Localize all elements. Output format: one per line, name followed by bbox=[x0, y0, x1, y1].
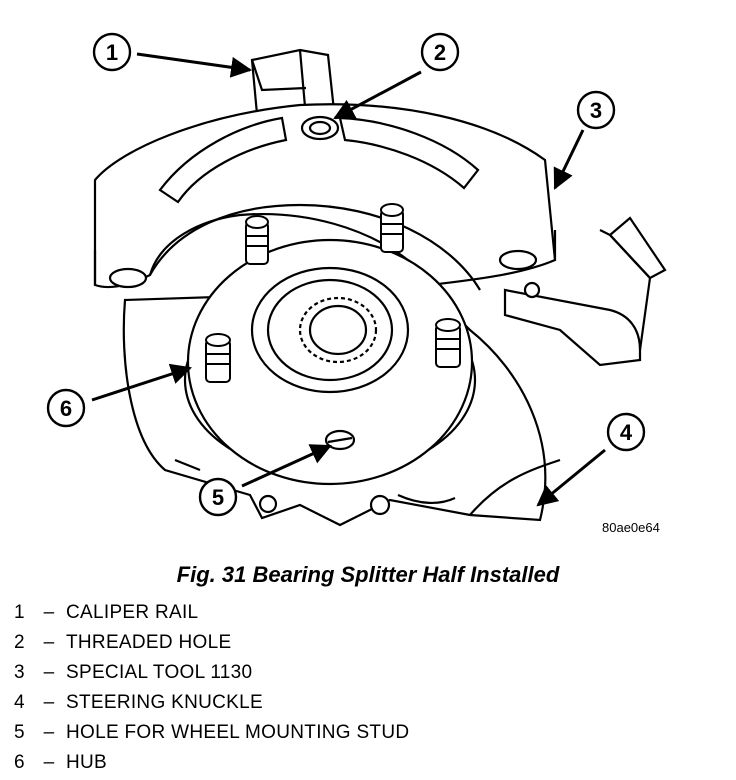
leader-2 bbox=[333, 70, 422, 120]
legend-item: 1–CALIPER RAIL bbox=[14, 598, 409, 628]
legend-number: 3 bbox=[14, 662, 25, 683]
legend-item: 6–HUB bbox=[14, 748, 409, 778]
legend-dash: – bbox=[43, 632, 55, 653]
callout-2-circle bbox=[420, 32, 460, 72]
callout-3-number: 3 bbox=[590, 98, 602, 123]
legend-dash: – bbox=[43, 602, 55, 623]
leader-5 bbox=[241, 444, 332, 488]
leader-4 bbox=[536, 448, 606, 507]
legend-number: 6 bbox=[14, 752, 25, 773]
legend-list: 1–CALIPER RAIL 2–THREADED HOLE 3–SPECIAL… bbox=[14, 598, 409, 778]
legend-number: 5 bbox=[14, 722, 25, 743]
callout-1-number: 1 bbox=[106, 40, 118, 65]
leader-6 bbox=[91, 363, 192, 402]
legend-item: 4–STEERING KNUCKLE bbox=[14, 688, 409, 718]
callout-5-circle bbox=[198, 477, 238, 517]
legend-label: SPECIAL TOOL 1130 bbox=[66, 662, 253, 683]
leader-1 bbox=[136, 52, 253, 78]
callout-3-circle bbox=[576, 90, 616, 130]
legend-dash: – bbox=[43, 692, 55, 713]
legend-number: 4 bbox=[14, 692, 25, 713]
legend-number: 2 bbox=[14, 632, 25, 653]
hub-bearing-illustration: 1 2 3 4 5 6 bbox=[46, 32, 667, 527]
callout-2-number: 2 bbox=[434, 40, 446, 65]
legend-dash: – bbox=[43, 662, 55, 683]
callout-4-circle bbox=[606, 412, 646, 452]
legend-dash: – bbox=[43, 722, 55, 743]
special-tool-drawing bbox=[93, 103, 667, 351]
leader-lines bbox=[91, 52, 606, 507]
figure-caption: Fig. 31 Bearing Splitter Half Installed bbox=[176, 562, 560, 587]
legend-label: STEERING KNUCKLE bbox=[66, 692, 263, 713]
figure-reference-code: 80ae0e64 bbox=[602, 520, 660, 535]
callout-1-circle bbox=[92, 32, 132, 72]
legend-dash: – bbox=[43, 752, 55, 773]
hub-drawing bbox=[183, 238, 477, 486]
callout-6-circle bbox=[46, 388, 86, 428]
legend-number: 1 bbox=[14, 602, 25, 623]
leader-3 bbox=[553, 129, 585, 190]
legend-label: THREADED HOLE bbox=[66, 632, 232, 653]
callout-4-number: 4 bbox=[620, 420, 633, 445]
legend-label: HUB bbox=[66, 752, 108, 773]
legend-item: 3–SPECIAL TOOL 1130 bbox=[14, 658, 409, 688]
wheel-studs-drawing bbox=[205, 203, 461, 383]
callout-6-number: 6 bbox=[60, 396, 72, 421]
legend-label: HOLE FOR WHEEL MOUNTING STUD bbox=[66, 722, 410, 743]
legend-item: 2–THREADED HOLE bbox=[14, 628, 409, 658]
legend-label: CALIPER RAIL bbox=[66, 602, 199, 623]
legend-item: 5–HOLE FOR WHEEL MOUNTING STUD bbox=[14, 718, 409, 748]
callout-5-number: 5 bbox=[212, 485, 224, 510]
